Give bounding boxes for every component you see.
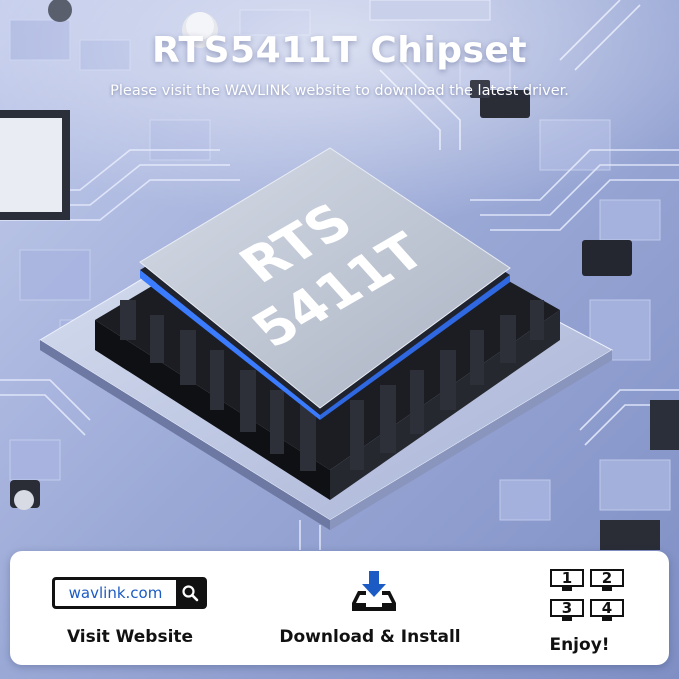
monitor-number: 2	[590, 569, 624, 587]
board-components	[0, 0, 679, 550]
website-search-box[interactable]: wavlink.com	[52, 577, 207, 609]
chip-die	[139, 147, 511, 420]
page-title: RTS5411T Chipset	[151, 30, 528, 71]
step-label-visit-website: Visit Website	[66, 627, 194, 647]
step-visit-website: wavlink.com Visit Website	[10, 551, 250, 665]
monitor-1: 1	[549, 569, 585, 593]
monitor-number: 3	[550, 599, 584, 617]
page-subtitle: Please visit the WAVLINK website to down…	[110, 83, 569, 99]
step-label-download-install: Download & Install	[279, 627, 461, 647]
monitor-number: 4	[590, 599, 624, 617]
monitor-4: 4	[589, 599, 625, 623]
step-label-enjoy: Enjoy!	[549, 635, 610, 655]
search-icon	[176, 580, 204, 606]
monitor-2: 2	[589, 569, 625, 593]
website-url: wavlink.com	[68, 584, 163, 602]
step-enjoy: 1 2 3 4 Enjoy!	[490, 551, 669, 665]
multi-monitor-icon: 1 2 3 4	[549, 569, 629, 623]
monitor-3: 3	[549, 599, 585, 623]
steps-panel: wavlink.com Visit Website Download & Ins…	[10, 551, 669, 665]
monitor-number: 1	[550, 569, 584, 587]
step-download-install: Download & Install	[250, 551, 490, 665]
download-tray-icon	[350, 571, 398, 616]
